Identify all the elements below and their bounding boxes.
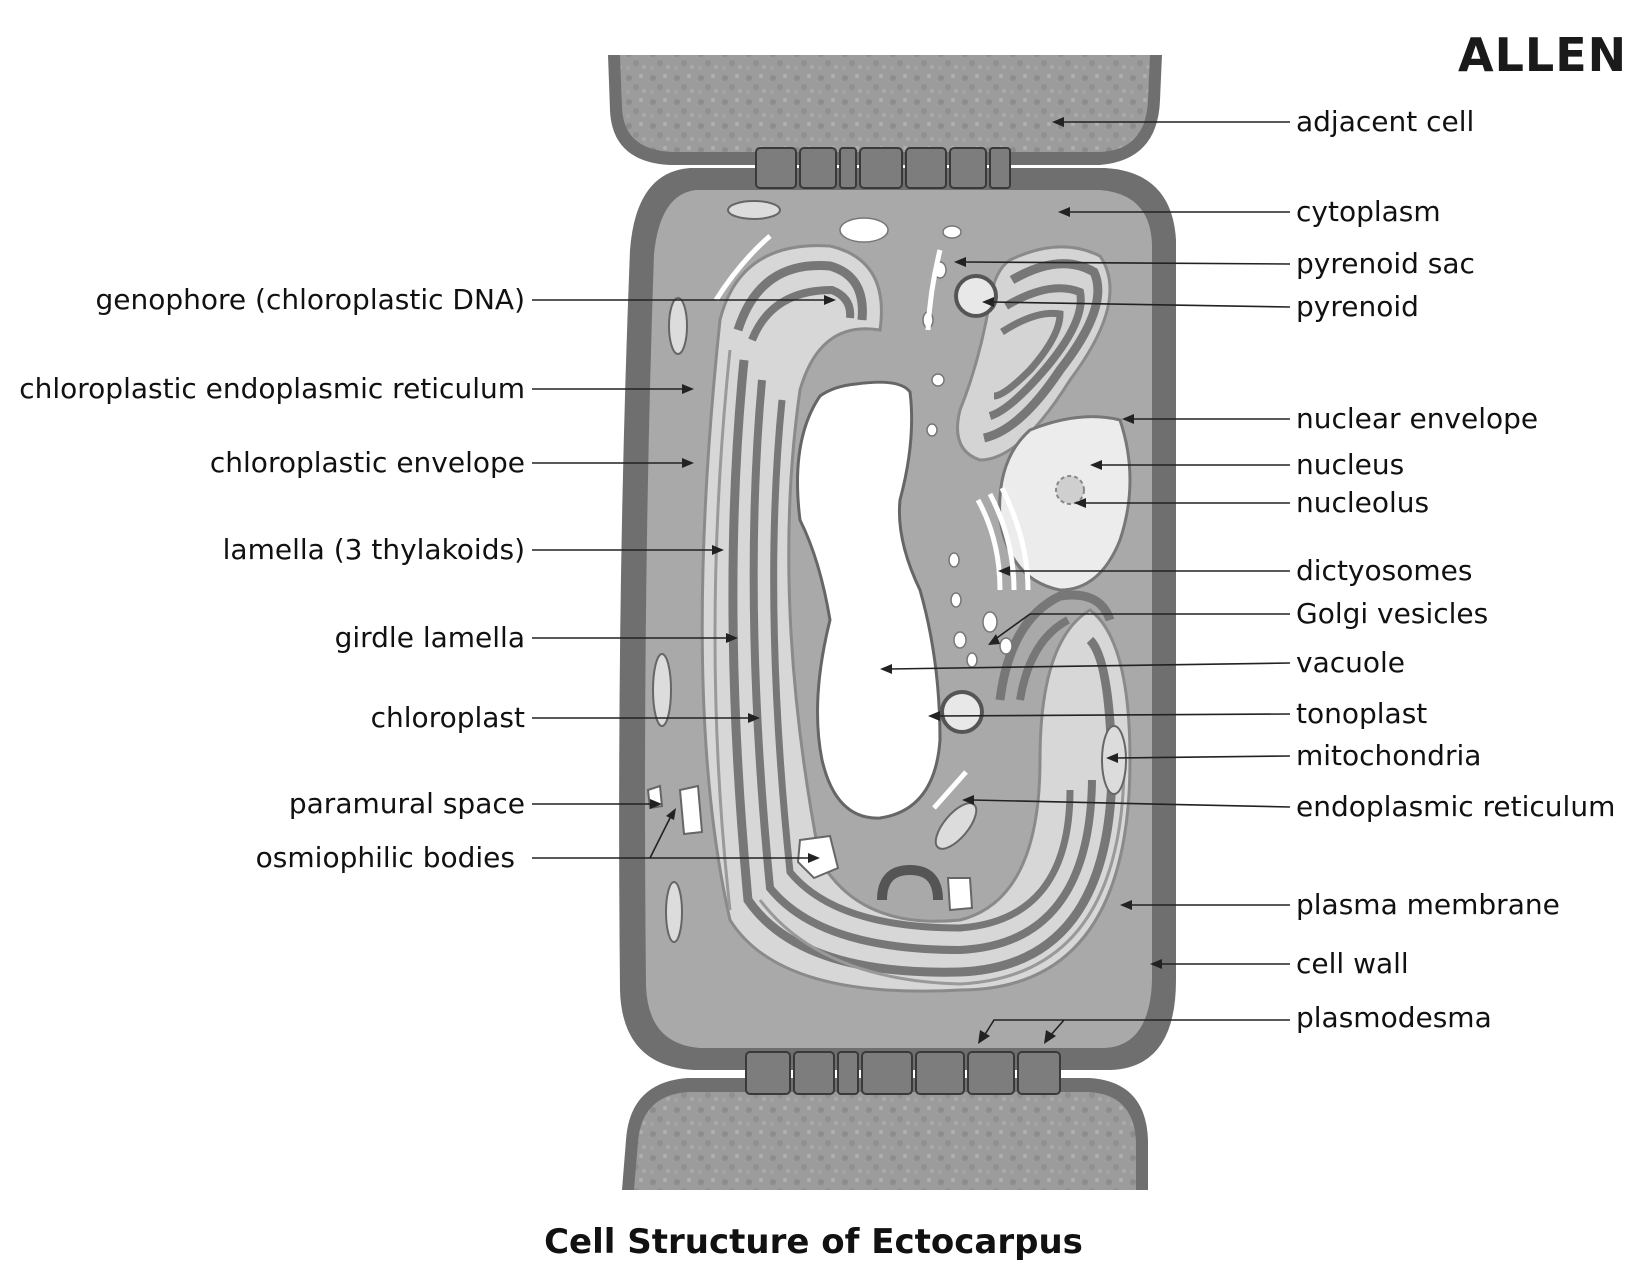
label-tonoplast: tonoplast <box>1296 697 1428 730</box>
label-lamella: lamella (3 thylakoids) <box>222 533 525 566</box>
nucleolus <box>1055 475 1085 505</box>
chloroplast-lower-lobe <box>995 590 1115 701</box>
label-vacuole: vacuole <box>1296 646 1406 679</box>
endoplasmic-reticulum <box>713 234 968 810</box>
label-chloroplastic-er: chloroplastic endoplasmic reticulum <box>19 372 525 405</box>
dictyosomes <box>975 486 1031 591</box>
label-cytoplasm: cytoplasm <box>1296 195 1441 228</box>
leader-lines <box>532 121 1291 1037</box>
label-chloroplastic-envelope: chloroplastic envelope <box>209 446 525 479</box>
label-nuclear-envelope: nuclear envelope <box>1296 402 1539 435</box>
label-mitochondria: mitochondria <box>1296 739 1482 772</box>
label-endoplasmic-reticulum: endoplasmic reticulum <box>1296 790 1616 823</box>
plasmodesmata-top <box>755 147 1011 189</box>
label-nucleolus: nucleolus <box>1296 486 1430 519</box>
label-girdle-lamella: girdle lamella <box>334 621 525 654</box>
brand-logo: ALLEN <box>1458 28 1627 82</box>
nucleus <box>998 415 1132 592</box>
pyrenoids <box>877 274 998 901</box>
label-golgi-vesicles: Golgi vesicles <box>1296 597 1489 630</box>
label-genophore: genophore (chloroplastic DNA) <box>95 283 526 316</box>
label-plasmodesma: plasmodesma <box>1296 1001 1492 1034</box>
plasmodesmata-bottom <box>745 1051 1061 1095</box>
osmiophilic-bodies <box>646 784 974 912</box>
leader-arrowheads <box>650 117 1162 1044</box>
label-chloroplast: chloroplast <box>370 701 525 734</box>
label-plasma-membrane: plasma membrane <box>1296 888 1560 921</box>
label-adjacent-cell: adjacent cell <box>1296 105 1475 138</box>
label-cell-wall: cell wall <box>1296 947 1409 980</box>
vacuole <box>796 380 942 820</box>
label-pyrenoid-sac: pyrenoid sac <box>1296 247 1475 280</box>
label-dictyosomes: dictyosomes <box>1296 554 1473 587</box>
label-paramural-space: paramural space <box>288 787 525 820</box>
label-pyrenoid: pyrenoid <box>1296 290 1419 323</box>
label-nucleus: nucleus <box>1296 448 1405 481</box>
adjacent-cell-bottom <box>622 1078 1148 1190</box>
diagram-caption: Cell Structure of Ectocarpus <box>544 1222 1083 1262</box>
adjacent-cell-top <box>608 55 1162 165</box>
mitochondria <box>652 200 1127 943</box>
chloroplast <box>700 244 1132 993</box>
label-osmiophilic-bodies: osmiophilic bodies <box>255 841 515 874</box>
